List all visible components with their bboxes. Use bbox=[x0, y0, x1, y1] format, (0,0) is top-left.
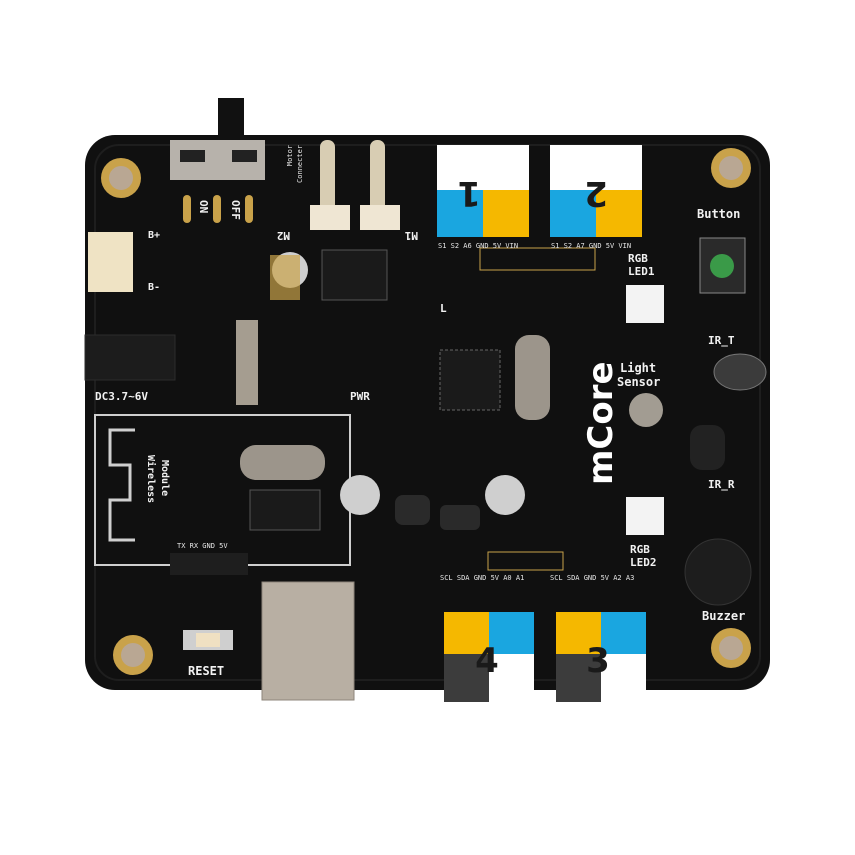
port-1-number: 1 bbox=[457, 173, 481, 213]
rgb-led2 bbox=[626, 497, 664, 535]
port-1-pins: S1 S2 A6 GND 5V VIN bbox=[438, 242, 518, 250]
port-3[interactable]: 3 bbox=[556, 612, 646, 702]
pwr-label: PWR bbox=[350, 390, 370, 403]
m2-label: M2 bbox=[277, 229, 290, 242]
rgb-led2-label-2: LED2 bbox=[630, 556, 657, 569]
button-label: Button bbox=[697, 207, 740, 221]
light-sensor bbox=[629, 393, 663, 427]
buzzer bbox=[684, 538, 752, 606]
usb-port[interactable] bbox=[261, 581, 355, 701]
power-switch[interactable] bbox=[170, 98, 265, 223]
rgb-led1 bbox=[626, 285, 664, 323]
port-1[interactable]: 1 bbox=[437, 145, 529, 237]
b-minus-label: B- bbox=[148, 282, 160, 293]
mounting-holes bbox=[101, 148, 751, 675]
port-2-number: 2 bbox=[584, 173, 608, 213]
mcore-logo: mCore bbox=[581, 361, 621, 485]
b-plus-label: B+ bbox=[148, 230, 160, 241]
battery-connector[interactable] bbox=[88, 232, 133, 292]
wireless-header[interactable] bbox=[170, 553, 248, 575]
port-4-number: 4 bbox=[475, 641, 499, 681]
wireless-label-2: Module bbox=[159, 460, 170, 496]
motor-label-1: Motor bbox=[286, 145, 294, 166]
ir-receiver bbox=[690, 425, 725, 470]
ir-r-label: IR_R bbox=[708, 478, 735, 491]
rgb-led1-label-1: RGB bbox=[628, 252, 648, 265]
l-label: L bbox=[440, 302, 447, 315]
light-sensor-label-2: Sensor bbox=[617, 375, 660, 389]
port-4-pins: SCL SDA GND 5V A0 A1 bbox=[440, 574, 524, 582]
rgb-led1-label-2: LED1 bbox=[628, 265, 655, 278]
onboard-button[interactable] bbox=[699, 237, 746, 294]
dc-label: DC3.7~6V bbox=[95, 390, 148, 403]
wireless-pins-label: TX RX GND 5V bbox=[177, 542, 228, 550]
switch-off-label: OFF bbox=[229, 200, 242, 220]
ir-transmitter bbox=[713, 353, 767, 391]
port-3-number: 3 bbox=[586, 641, 610, 681]
switch-on-label: ON bbox=[197, 200, 210, 213]
pcb-board bbox=[85, 135, 770, 690]
antenna-trace bbox=[108, 428, 135, 542]
port-2[interactable]: 2 bbox=[550, 145, 642, 237]
port-3-pins: SCL SDA GND 5V A2 A3 bbox=[550, 574, 634, 582]
ir-t-label: IR_T bbox=[708, 334, 735, 347]
port-4[interactable]: 4 bbox=[444, 612, 534, 702]
rgb-led2-label-1: RGB bbox=[630, 543, 650, 556]
dc-jack[interactable] bbox=[84, 334, 176, 381]
wireless-label-1: Wireless bbox=[145, 455, 157, 503]
buzzer-label: Buzzer bbox=[702, 609, 745, 623]
motor-connectors[interactable] bbox=[310, 140, 400, 230]
light-sensor-label-1: Light bbox=[620, 361, 656, 375]
components bbox=[236, 247, 596, 571]
reset-label: RESET bbox=[188, 664, 224, 678]
m1-label: M1 bbox=[404, 229, 418, 242]
port-2-pins: S1 S2 A7 GND 5V VIN bbox=[551, 242, 631, 250]
reset-button[interactable] bbox=[183, 630, 233, 650]
motor-label-2: Connecter bbox=[296, 145, 304, 183]
